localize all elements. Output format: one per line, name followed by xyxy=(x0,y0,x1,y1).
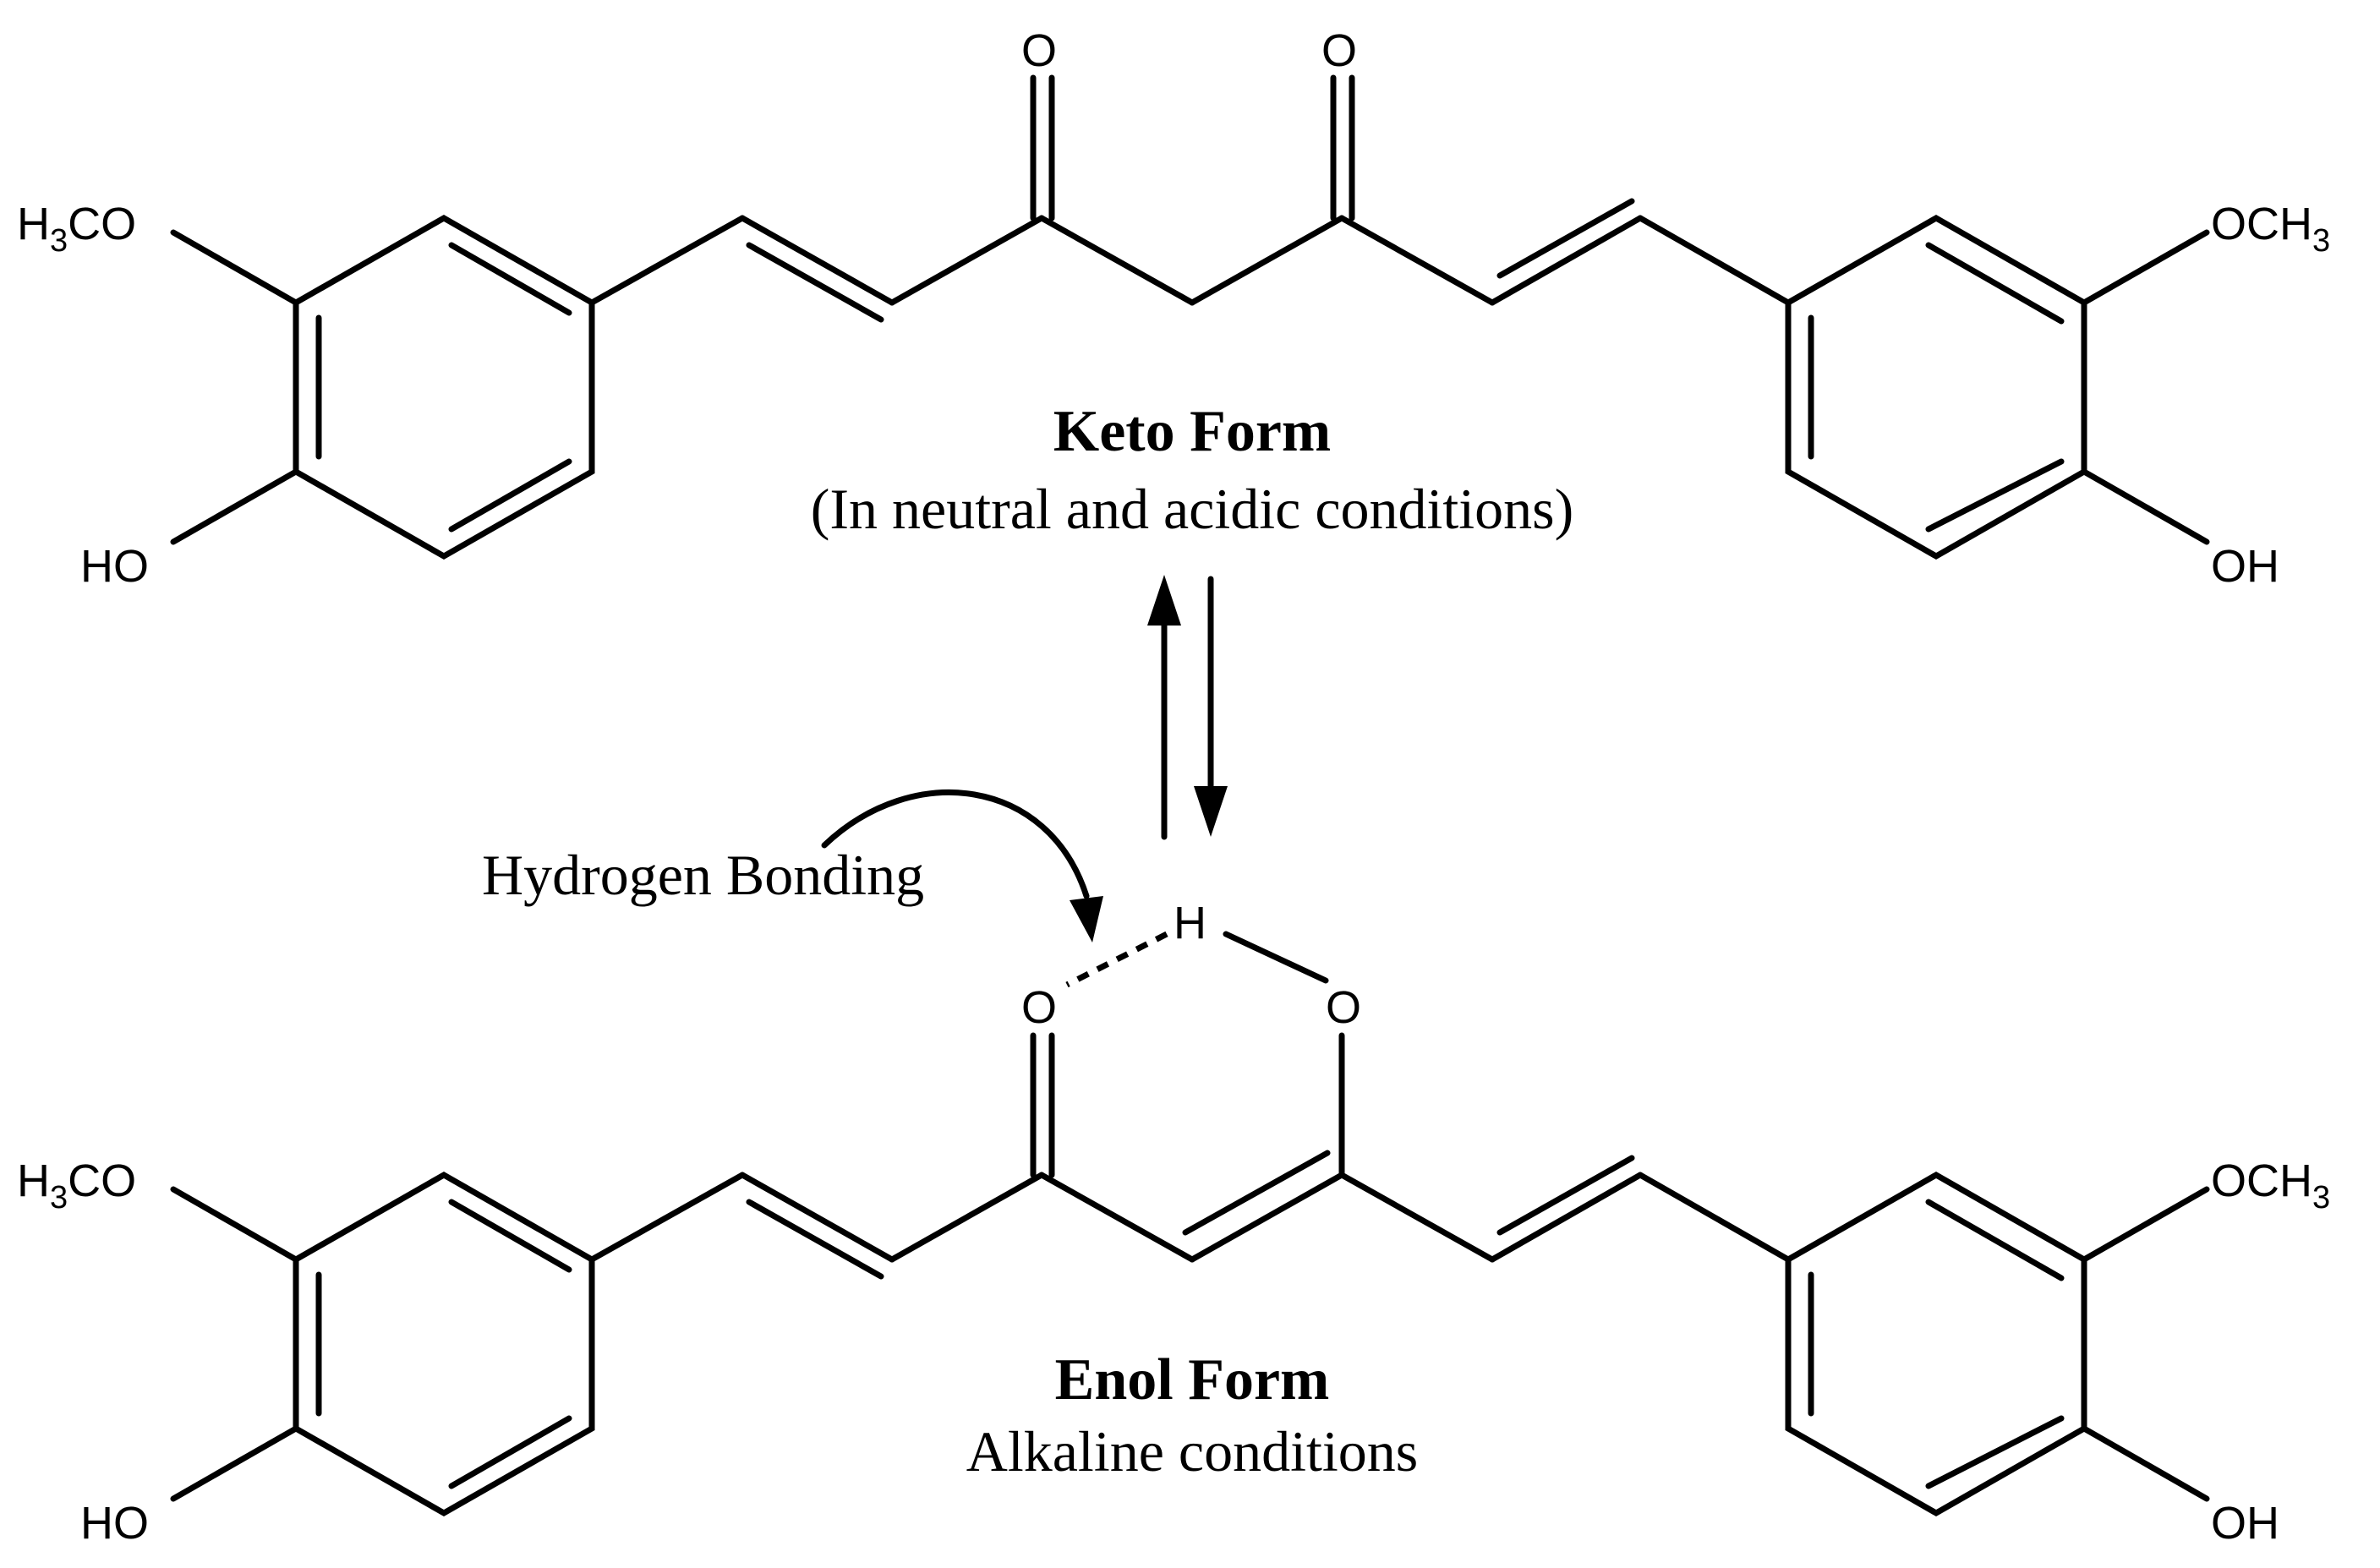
enol-form-subtitle: Alkaline conditions xyxy=(966,1419,1418,1483)
keto-right-hydroxy-bond xyxy=(2081,468,2210,545)
keto-right-ring xyxy=(1785,214,2087,560)
keto-left-hydroxy-label: HO xyxy=(80,541,149,592)
enol-left-methoxy-label: H3CO xyxy=(17,1156,136,1216)
equilibrium-arrows xyxy=(1147,575,1228,840)
keto-right-carbonyl-oxygen: O xyxy=(1321,25,1357,76)
enol-right-hydroxy-label: OH xyxy=(2211,1498,2279,1549)
hydrogen-bonding-curved-arrow xyxy=(821,789,1090,899)
hydrogen-bonding-arrow-head xyxy=(1070,896,1103,942)
enol-form-title: Enol Form xyxy=(1055,1347,1330,1412)
enol-hydrogen: H xyxy=(1174,898,1206,948)
keto-structure: H3CO HO O O OCH3 OH xyxy=(17,25,2330,592)
hydrogen-bond-dashes xyxy=(1065,931,1168,988)
enol-left-hydroxy-bond xyxy=(170,1425,299,1502)
enol-right-ring xyxy=(1785,1171,2087,1517)
hydrogen-bonding-label: Hydrogen Bonding xyxy=(482,843,924,907)
enol-left-hydroxy-label: HO xyxy=(80,1498,149,1549)
enol-structure: H3CO HO O O H OCH3 OH xyxy=(17,898,2330,1549)
enol-right-hydroxy-bond xyxy=(2081,1425,2210,1502)
keto-form-subtitle: (In neutral and acidic conditions) xyxy=(811,477,1574,541)
keto-form-title: Keto Form xyxy=(1053,399,1331,464)
keto-left-ring xyxy=(293,214,595,560)
enol-left-ring xyxy=(293,1171,595,1517)
enol-left-oxygen: O xyxy=(1021,982,1057,1033)
enol-chain xyxy=(588,931,1792,1280)
keto-right-hydroxy-label: OH xyxy=(2211,541,2279,592)
keto-right-methoxy-label: OCH3 xyxy=(2211,199,2330,259)
keto-chain xyxy=(588,74,1792,323)
enol-left-methoxy-bond xyxy=(170,1186,299,1263)
enol-right-methoxy-bond xyxy=(2081,1186,2210,1263)
arrow-down-head xyxy=(1194,786,1228,837)
enol-right-methoxy-label: OCH3 xyxy=(2211,1156,2330,1216)
arrow-up-head xyxy=(1147,575,1181,626)
keto-left-carbonyl-oxygen: O xyxy=(1021,25,1057,76)
keto-left-methoxy-label: H3CO xyxy=(17,199,136,259)
keto-right-methoxy-bond xyxy=(2081,229,2210,306)
keto-left-hydroxy-bond xyxy=(170,468,299,545)
enol-right-oxygen: O xyxy=(1326,982,1361,1033)
keto-left-methoxy-bond xyxy=(170,229,299,306)
